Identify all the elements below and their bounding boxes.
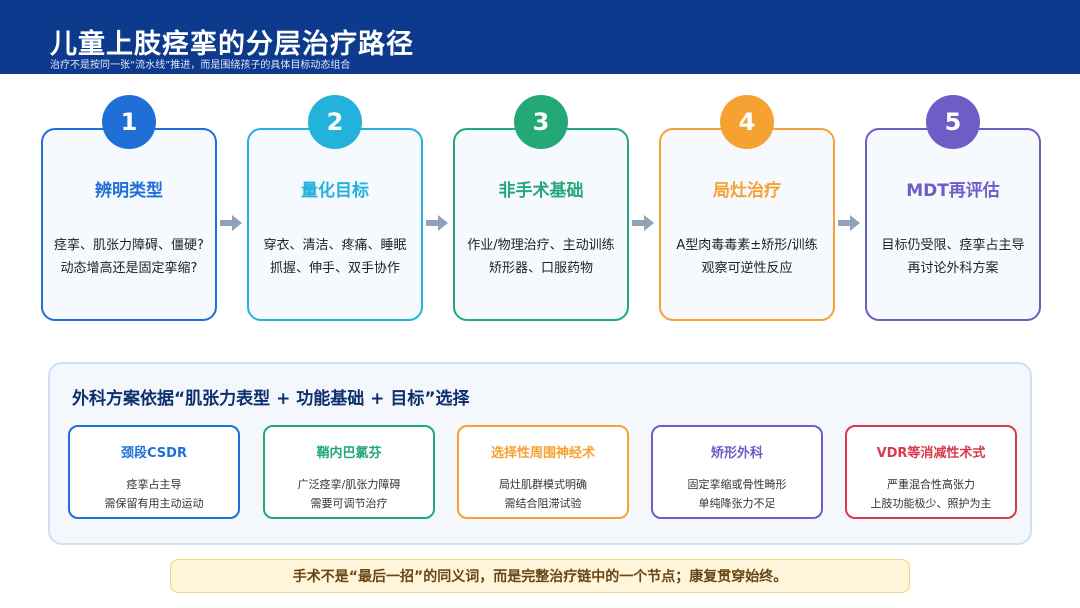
card-desc-line: 广泛痉挛/肌张力障碍: [297, 478, 401, 491]
option-card-peripheral-neurotomy: 选择性周围神经术 局灶肌群模式明确 需结合阻滞试验: [457, 425, 629, 519]
step-number-badge: 1: [102, 95, 156, 149]
step-number-badge: 3: [514, 95, 568, 149]
option-card-baclofen: 鞘内巴氯芬 广泛痉挛/肌张力障碍 需要可调节治疗: [263, 425, 435, 519]
option-card-csdr: 颈段CSDR 痉挛占主导 需保留有用主动运动: [68, 425, 240, 519]
step-desc-line: 再讨论外科方案: [907, 261, 999, 276]
card-description: 严重混合性高张力 上肢功能极少、照护为主: [847, 475, 1015, 513]
panel-title: 外科方案依据“肌张力表型 + 功能基础 + 目标”选择: [72, 389, 470, 409]
card-description: 固定挛缩或骨性畸形 单纯降张力不足: [653, 475, 821, 513]
step-desc-line: 穿衣、清洁、疼痛、睡眠: [263, 238, 407, 253]
step-box-2: 量化目标 穿衣、清洁、疼痛、睡眠 抓握、伸手、双手协作: [247, 128, 423, 321]
arrow-right-icon: [632, 215, 654, 231]
step-desc-line: 动态增高还是固定挛缩?: [60, 261, 198, 276]
arrow-right-icon: [220, 215, 242, 231]
card-title: 选择性周围神经术: [490, 446, 595, 461]
step-title: 量化目标: [301, 181, 369, 201]
card-title: 颈段CSDR: [121, 446, 187, 461]
step-number-badge: 4: [720, 95, 774, 149]
step-number-badge: 5: [926, 95, 980, 149]
card-title: 矫形外科: [710, 446, 763, 461]
step-desc-line: 痉挛、肌张力障碍、僵硬?: [54, 238, 204, 253]
step-box-5: MDT再评估 目标仍受限、痉挛占主导 再讨论外科方案: [865, 128, 1041, 321]
step-description: 痉挛、肌张力障碍、僵硬? 动态增高还是固定挛缩?: [33, 234, 225, 280]
arrow-right-icon: [426, 215, 448, 231]
step-description: A型肉毒毒素±矫形/训练 观察可逆性反应: [651, 234, 843, 280]
step-desc-line: A型肉毒毒素±矫形/训练: [676, 238, 818, 253]
step-description: 作业/物理治疗、主动训练 矫形器、口服药物: [445, 234, 637, 280]
card-description: 局灶肌群模式明确 需结合阻滞试验: [459, 475, 627, 513]
step-number-badge: 2: [308, 95, 362, 149]
card-title: VDR等消减性术式: [876, 446, 986, 461]
card-desc-line: 上肢功能极少、照护为主: [870, 497, 992, 510]
page-subtitle: 治疗不是按同一张“流水线”推进，而是围绕孩子的具体目标动态组合: [50, 60, 351, 71]
step-description: 穿衣、清洁、疼痛、睡眠 抓握、伸手、双手协作: [239, 234, 431, 280]
step-title: 非手术基础: [498, 181, 584, 201]
step-desc-line: 矫形器、口服药物: [488, 261, 593, 276]
step-box-4: 局灶治疗 A型肉毒毒素±矫形/训练 观察可逆性反应: [659, 128, 835, 321]
header-bar: 儿童上肢痉挛的分层治疗路径 治疗不是按同一张“流水线”推进，而是围绕孩子的具体目…: [0, 0, 1080, 74]
card-desc-line: 痉挛占主导: [126, 478, 182, 491]
arrow-right-icon: [838, 215, 860, 231]
card-desc-line: 局灶肌群模式明确: [499, 478, 587, 491]
card-desc-line: 单纯降张力不足: [698, 497, 776, 510]
card-desc-line: 需结合阻滞试验: [504, 497, 582, 510]
card-desc-line: 需保留有用主动运动: [104, 497, 204, 510]
step-title: 局灶治疗: [713, 181, 781, 201]
card-description: 痉挛占主导 需保留有用主动运动: [70, 475, 238, 513]
step-desc-line: 作业/物理治疗、主动训练: [467, 238, 615, 253]
card-title: 鞘内巴氯芬: [316, 446, 382, 461]
footer-note: 手术不是“最后一招”的同义词，而是完整治疗链中的一个节点；康复贯穿始终。: [170, 559, 910, 593]
card-desc-line: 固定挛缩或骨性畸形: [687, 478, 787, 491]
option-card-vdr: VDR等消减性术式 严重混合性高张力 上肢功能极少、照护为主: [845, 425, 1017, 519]
page-title: 儿童上肢痉挛的分层治疗路径: [50, 29, 414, 60]
step-desc-line: 观察可逆性反应: [701, 261, 793, 276]
card-desc-line: 需要可调节治疗: [310, 497, 388, 510]
step-desc-line: 抓握、伸手、双手协作: [269, 261, 400, 276]
option-card-orthopedic: 矫形外科 固定挛缩或骨性畸形 单纯降张力不足: [651, 425, 823, 519]
step-description: 目标仍受限、痉挛占主导 再讨论外科方案: [857, 234, 1049, 280]
card-desc-line: 严重混合性高张力: [887, 478, 975, 491]
card-description: 广泛痉挛/肌张力障碍 需要可调节治疗: [265, 475, 433, 513]
step-box-3: 非手术基础 作业/物理治疗、主动训练 矫形器、口服药物: [453, 128, 629, 321]
step-title: MDT再评估: [906, 181, 1000, 201]
step-box-1: 辨明类型 痉挛、肌张力障碍、僵硬? 动态增高还是固定挛缩?: [41, 128, 217, 321]
step-title: 辨明类型: [95, 181, 163, 201]
step-desc-line: 目标仍受限、痉挛占主导: [881, 238, 1025, 253]
